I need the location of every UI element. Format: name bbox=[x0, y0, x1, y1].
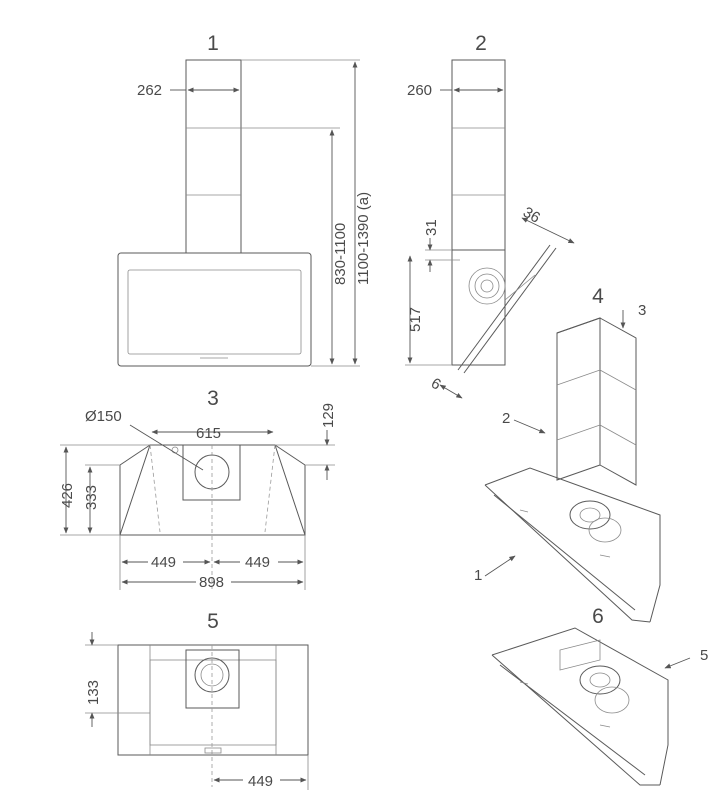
dim-260: 260 bbox=[407, 82, 432, 99]
dim-333: 333 bbox=[83, 485, 100, 510]
dim-6: 6 bbox=[428, 375, 444, 394]
dim-426: 426 bbox=[59, 483, 76, 508]
view-2-side: 2 260 36 31 517 6 bbox=[405, 32, 575, 399]
hood-top-outline bbox=[119, 444, 306, 536]
view-1-number: 1 bbox=[207, 32, 219, 55]
view-4-isometric: 4 1 2 3 bbox=[474, 285, 661, 623]
duct-box bbox=[182, 444, 241, 501]
dim-517: 517 bbox=[407, 307, 424, 332]
hood-body-1 bbox=[117, 252, 312, 367]
dim-449-bottom: 449 bbox=[248, 773, 273, 790]
dim-133: 133 bbox=[85, 680, 102, 705]
dim-830-1100: 830-1100 bbox=[332, 223, 349, 285]
dim-449-right: 449 bbox=[245, 554, 270, 571]
dim-31: 31 bbox=[423, 219, 440, 236]
dim-129: 129 bbox=[320, 403, 337, 428]
dim-1100-1390: 1100-1390 (a) bbox=[355, 192, 372, 285]
dim-dia150: Ø150 bbox=[85, 408, 122, 425]
view-5-bottom: 5 133 449 bbox=[85, 610, 309, 790]
view-3-number: 3 bbox=[207, 387, 219, 410]
dim-898: 898 bbox=[199, 574, 224, 591]
dim-449-left: 449 bbox=[151, 554, 176, 571]
dim-615: 615 bbox=[196, 425, 221, 442]
view-1-front: 1 262 830-1100 1100-1390 (a) bbox=[117, 32, 372, 367]
view-6-number: 6 bbox=[592, 605, 604, 628]
dim-36: 36 bbox=[520, 204, 543, 227]
view-2-number: 2 bbox=[475, 32, 487, 55]
callout-2: 2 bbox=[502, 410, 510, 427]
view-5-number: 5 bbox=[207, 610, 219, 633]
callout-5: 5 bbox=[700, 647, 708, 664]
view-3-top: 3 Ø150 615 129 426 333 bbox=[59, 387, 337, 591]
hood-bottom-outline bbox=[117, 644, 309, 756]
callout-3: 3 bbox=[638, 302, 646, 319]
view-6-isometric: 6 5 bbox=[491, 605, 708, 786]
view-4-number: 4 bbox=[592, 285, 604, 308]
callout-1: 1 bbox=[474, 567, 482, 584]
dim-262: 262 bbox=[137, 82, 162, 99]
chimney-2 bbox=[451, 59, 506, 251]
chimney-1 bbox=[185, 59, 242, 254]
